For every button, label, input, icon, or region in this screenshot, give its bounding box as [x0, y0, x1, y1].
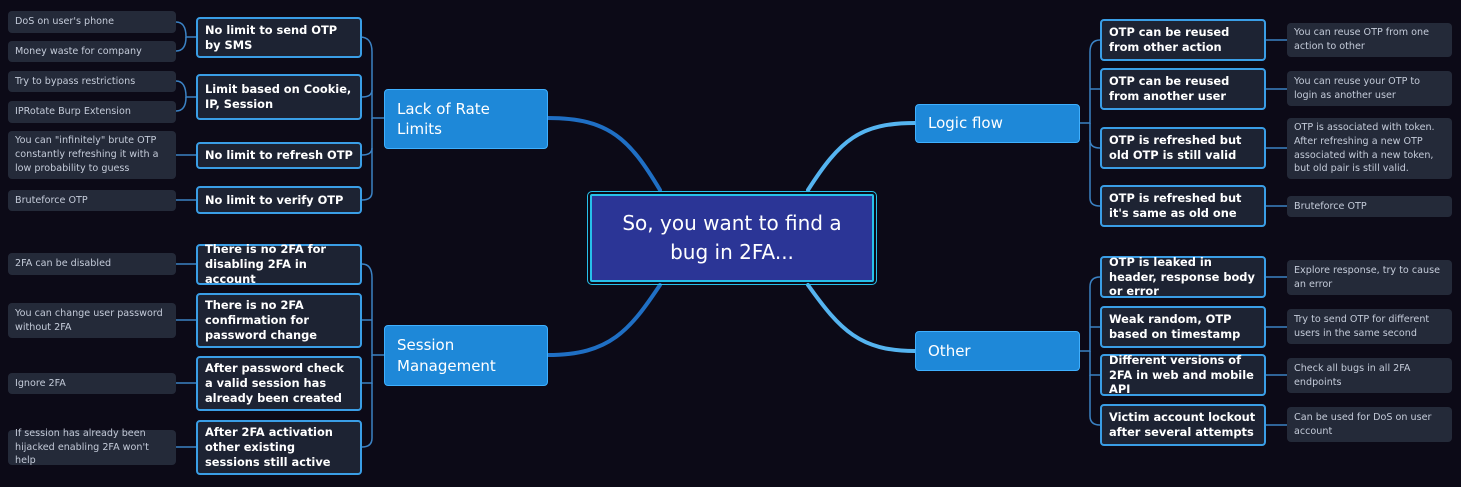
connector-center-logic [806, 121, 917, 192]
node-no-2fa-disabling[interactable]: There is no 2FA for disabling 2FA in acc… [196, 242, 362, 286]
node-session-created[interactable]: After password check a valid session has… [196, 356, 362, 411]
note-same-second[interactable]: Try to send OTP for different users in t… [1287, 309, 1452, 344]
note-dos-account[interactable]: Can be used for DoS on user account [1287, 407, 1452, 442]
node-no-limit-refresh-otp[interactable]: No limit to refresh OTP [196, 142, 362, 169]
note-token-association[interactable]: OTP is associated with token. After refr… [1287, 118, 1452, 179]
note-infinitely-brute[interactable]: You can "infinitely" brute OTP constantl… [8, 131, 176, 179]
node-otp-same-as-old[interactable]: OTP is refreshed but it's same as old on… [1100, 185, 1266, 227]
branch-other[interactable]: Other [915, 331, 1080, 371]
branch-lack-of-rate-limits[interactable]: Lack of Rate Limits [384, 89, 548, 149]
node-weak-random[interactable]: Weak random, OTP based on timestamp [1100, 306, 1266, 348]
note-bruteforce-otp[interactable]: Bruteforce OTP [8, 190, 176, 211]
branch-logic-flow[interactable]: Logic flow [915, 104, 1080, 143]
node-otp-reused-action[interactable]: OTP can be reused from other action [1100, 19, 1266, 61]
note-dos-phone[interactable]: DoS on user's phone [8, 11, 176, 33]
node-no-2fa-password-change[interactable]: There is no 2FA confirmation for passwor… [196, 293, 362, 348]
branch-session-management[interactable]: Session Management [384, 325, 548, 386]
note-2fa-disabled[interactable]: 2FA can be disabled [8, 253, 176, 275]
connector-center-rate [546, 116, 662, 192]
note-check-endpoints[interactable]: Check all bugs in all 2FA endpoints [1287, 358, 1452, 393]
connector-center-other [806, 283, 917, 353]
note-money-waste[interactable]: Money waste for company [8, 41, 176, 62]
note-reuse-action[interactable]: You can reuse OTP from one action to oth… [1287, 23, 1452, 57]
note-iprotate[interactable]: IPRotate Burp Extension [8, 101, 176, 123]
central-topic[interactable]: So, you want to find a bug in 2FA... [587, 191, 877, 285]
node-existing-sessions-active[interactable]: After 2FA activation other existing sess… [196, 420, 362, 475]
note-bypass-restrictions[interactable]: Try to bypass restrictions [8, 71, 176, 92]
note-explore-response[interactable]: Explore response, try to cause an error [1287, 260, 1452, 295]
node-account-lockout[interactable]: Victim account lockout after several att… [1100, 404, 1266, 446]
note-change-password[interactable]: You can change user password without 2FA [8, 303, 176, 338]
node-old-otp-valid[interactable]: OTP is refreshed but old OTP is still va… [1100, 127, 1266, 169]
note-session-hijacked[interactable]: If session has already been hijacked ena… [8, 428, 176, 466]
note-bruteforce-otp-right[interactable]: Bruteforce OTP [1287, 196, 1452, 217]
node-otp-reused-user[interactable]: OTP can be reused from another user [1100, 68, 1266, 110]
node-different-versions[interactable]: Different versions of 2FA in web and mob… [1100, 353, 1266, 396]
note-ignore-2fa[interactable]: Ignore 2FA [8, 373, 176, 394]
note-reuse-login[interactable]: You can reuse your OTP to login as anoth… [1287, 71, 1452, 106]
node-no-limit-verify-otp[interactable]: No limit to verify OTP [196, 186, 362, 214]
node-no-limit-send-otp[interactable]: No limit to send OTP by SMS [196, 17, 362, 58]
connector-center-session [546, 283, 662, 357]
node-limit-cookie-ip-session[interactable]: Limit based on Cookie, IP, Session [196, 74, 362, 120]
node-otp-leaked[interactable]: OTP is leaked in header, response body o… [1100, 255, 1266, 298]
